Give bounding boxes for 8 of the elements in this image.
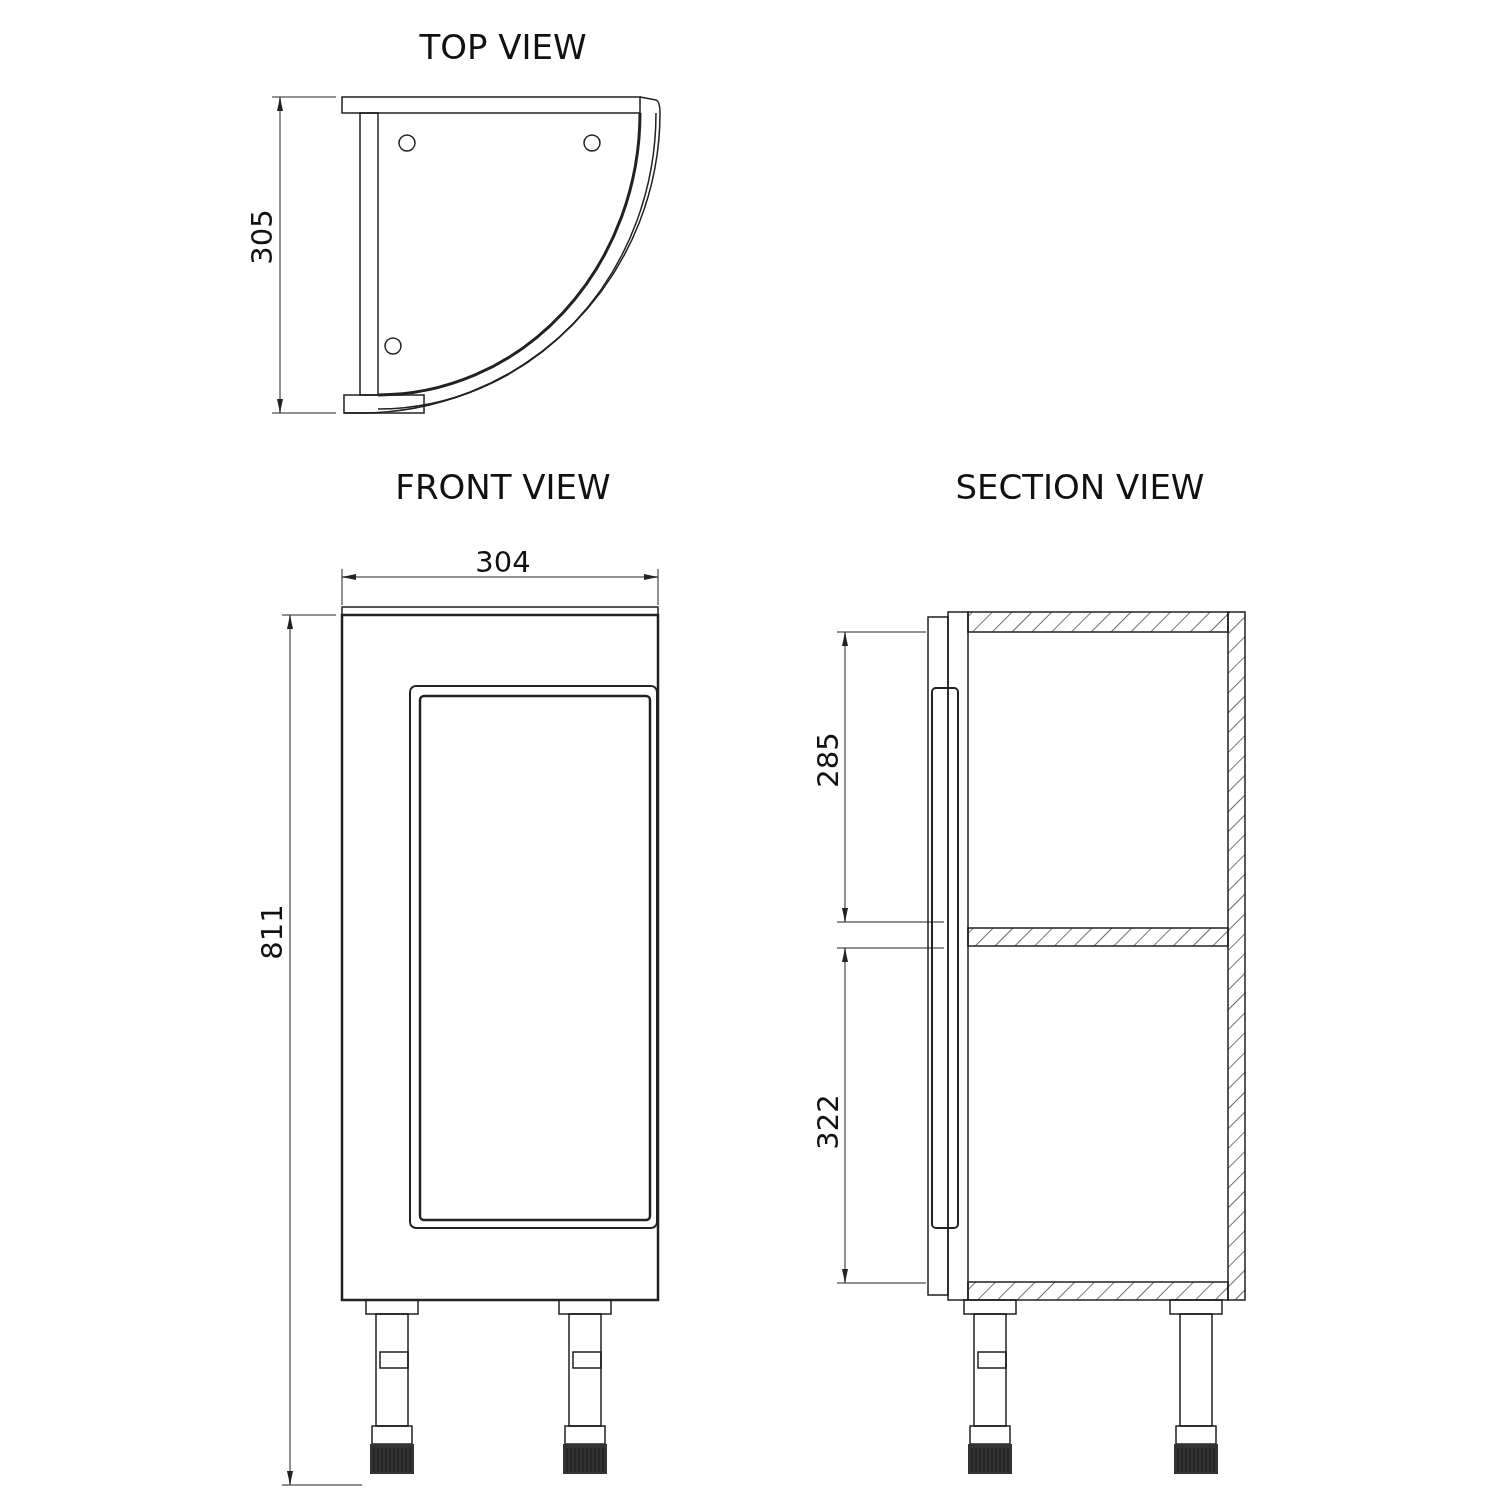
view-title: TOP VIEW bbox=[419, 30, 587, 64]
dimension-value: 811 bbox=[257, 904, 287, 960]
dimension-value: 322 bbox=[813, 1094, 843, 1150]
dimension-value: 304 bbox=[475, 547, 531, 577]
dimension-value: 305 bbox=[247, 209, 277, 265]
dimension-value: 285 bbox=[813, 732, 843, 788]
view-title: SECTION VIEW bbox=[955, 470, 1205, 504]
view-title: FRONT VIEW bbox=[395, 470, 611, 504]
